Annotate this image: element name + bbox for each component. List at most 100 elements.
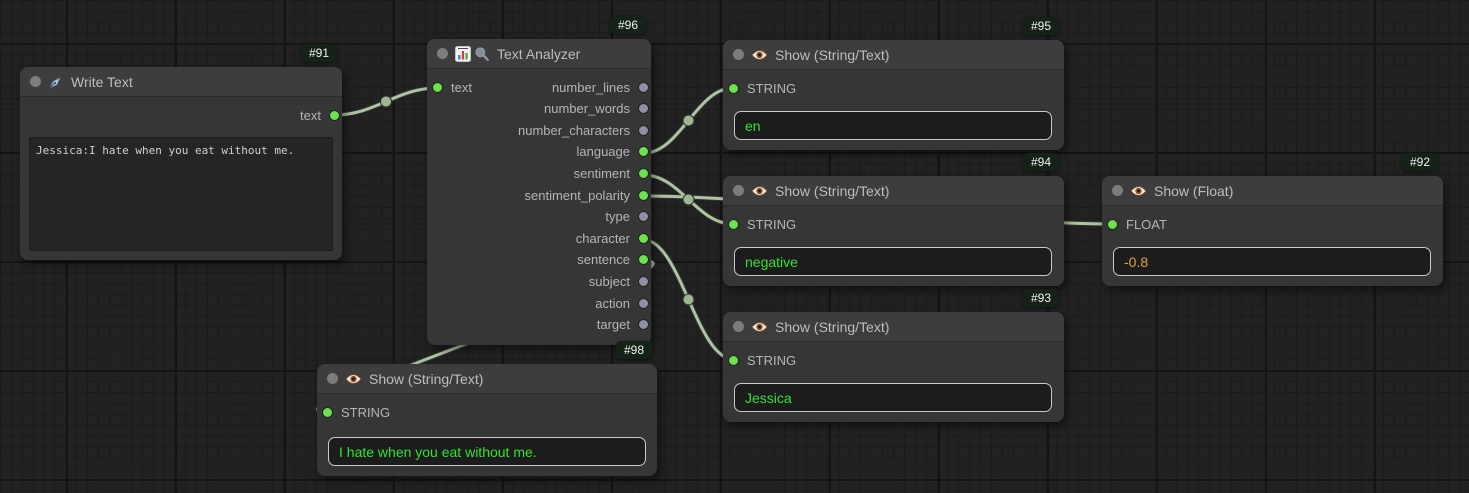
node-title: Show (String/Text) — [369, 370, 484, 387]
node-title: Write Text — [71, 73, 133, 90]
output-slot-sentiment-polarity: sentiment_polarity — [524, 185, 649, 205]
collapse-toggle[interactable] — [1112, 185, 1123, 196]
node-title: Show (String/Text) — [775, 318, 890, 335]
node-show-float[interactable]: #92 Show (Float) FLOAT -0.8 — [1102, 153, 1443, 286]
node-header[interactable]: Text Analyzer — [427, 39, 651, 69]
eye-icon — [751, 185, 768, 197]
node-id-badge: #98 — [615, 341, 652, 359]
value-display[interactable]: -0.8 — [1113, 247, 1431, 276]
input-port-dot[interactable] — [728, 82, 739, 94]
eye-icon — [751, 321, 768, 333]
value-display[interactable]: negative — [734, 247, 1052, 276]
node-id-badge: #94 — [1022, 153, 1059, 171]
slot-label: sentiment — [573, 165, 630, 181]
node-id-badge: #92 — [1401, 153, 1438, 171]
collapse-toggle[interactable] — [733, 49, 744, 60]
collapse-toggle[interactable] — [437, 48, 448, 59]
text-input-widget[interactable]: Jessica:I hate when you eat without me. — [29, 137, 333, 251]
node-header[interactable]: Show (String/Text) — [723, 312, 1064, 342]
output-slot-character: character — [576, 228, 649, 248]
slot-label: text — [451, 79, 472, 95]
node-show-sentiment[interactable]: #94 Show (String/Text) STRING negative — [723, 153, 1064, 286]
node-header[interactable]: Show (String/Text) — [723, 176, 1064, 206]
output-port-dot[interactable] — [638, 146, 649, 158]
wire-midpoint-dot — [682, 193, 695, 206]
output-slot-type: type — [605, 207, 649, 227]
value-display[interactable]: Jessica — [734, 383, 1052, 412]
input-port-dot[interactable] — [322, 406, 333, 418]
slot-label: sentiment_polarity — [524, 187, 631, 203]
output-port-dot[interactable] — [329, 109, 340, 121]
slot-label: number_lines — [551, 79, 630, 95]
output-slot-sentiment: sentiment — [574, 163, 649, 183]
collapse-toggle[interactable] — [733, 185, 744, 196]
input-slot-string: STRING — [728, 78, 796, 98]
output-slot-action: action — [595, 293, 649, 313]
node-id-badge: #95 — [1022, 17, 1059, 35]
node-title: Show (Float) — [1154, 182, 1234, 199]
output-port-dot[interactable] — [638, 167, 649, 179]
node-header[interactable]: Write Text — [20, 67, 342, 97]
node-header[interactable]: Show (String/Text) — [317, 364, 657, 394]
slot-label: type — [605, 209, 630, 225]
slot-label: STRING — [341, 404, 391, 420]
wire-midpoint-dot — [380, 95, 392, 108]
input-port-dot[interactable] — [1107, 218, 1118, 230]
input-port-dot[interactable] — [432, 81, 443, 93]
collapse-toggle[interactable] — [327, 373, 338, 384]
output-port-dot[interactable] — [638, 254, 649, 266]
value-display[interactable]: en — [734, 111, 1052, 140]
wire-midpoint-dot — [682, 293, 695, 306]
output-port-dot[interactable] — [638, 189, 649, 201]
output-port-dot[interactable] — [638, 81, 649, 93]
pen-icon — [48, 74, 64, 90]
output-slot-target: target — [597, 315, 649, 335]
output-port-dot[interactable] — [638, 103, 649, 115]
output-slot-sentence: sentence — [577, 250, 649, 270]
slot-label: number_words — [544, 101, 630, 117]
node-show-sentence[interactable]: #98 Show (String/Text) STRING I hate whe… — [317, 341, 657, 476]
value-display[interactable]: I hate when you eat without me. — [328, 437, 646, 466]
output-slot-text: text — [300, 105, 340, 125]
output-port-dot[interactable] — [638, 211, 649, 223]
node-title: Text Analyzer — [497, 45, 581, 62]
input-slot-string: STRING — [728, 214, 796, 234]
output-port-dot[interactable] — [638, 124, 649, 136]
output-port-dot[interactable] — [638, 319, 649, 331]
slot-label: STRING — [747, 80, 797, 96]
slot-label: STRING — [747, 216, 797, 232]
eye-icon — [751, 49, 768, 61]
input-port-dot[interactable] — [728, 218, 739, 230]
eye-icon — [345, 373, 362, 385]
output-slot-number-characters: number_characters — [518, 120, 649, 140]
magnifier-icon — [474, 46, 490, 62]
output-port-dot[interactable] — [638, 297, 649, 309]
slot-label: FLOAT — [1126, 216, 1167, 232]
output-slot-number-words: number_words — [544, 99, 649, 119]
slot-label: sentence — [577, 252, 630, 268]
node-title: Show (String/Text) — [775, 46, 890, 63]
slot-label: target — [596, 317, 630, 333]
slot-label: character — [575, 230, 630, 246]
slot-label: number_characters — [518, 122, 630, 138]
input-port-dot[interactable] — [728, 354, 739, 366]
collapse-toggle[interactable] — [30, 76, 41, 87]
node-id-badge: #96 — [609, 16, 646, 34]
node-show-language[interactable]: #95 Show (String/Text) STRING en — [723, 17, 1064, 150]
input-slot-string: STRING — [322, 402, 390, 422]
node-show-character[interactable]: #93 Show (String/Text) STRING Jessica — [723, 289, 1064, 422]
input-slot-float: FLOAT — [1107, 214, 1167, 234]
node-id-badge: #91 — [300, 44, 337, 62]
input-slot-text: text — [432, 77, 472, 97]
output-port-dot[interactable] — [638, 275, 649, 287]
node-text-analyzer[interactable]: #96 Text Analyzer — [427, 16, 651, 345]
node-write-text[interactable]: #91 Write Text text Jessica:I hate when … — [20, 44, 342, 260]
output-port-dot[interactable] — [638, 232, 649, 244]
node-header[interactable]: Show (String/Text) — [723, 40, 1064, 70]
collapse-toggle[interactable] — [733, 321, 744, 332]
eye-icon — [1130, 185, 1147, 197]
input-slot-string: STRING — [728, 350, 796, 370]
node-header[interactable]: Show (Float) — [1102, 176, 1443, 206]
output-slot-number-lines: number_lines — [552, 77, 649, 97]
